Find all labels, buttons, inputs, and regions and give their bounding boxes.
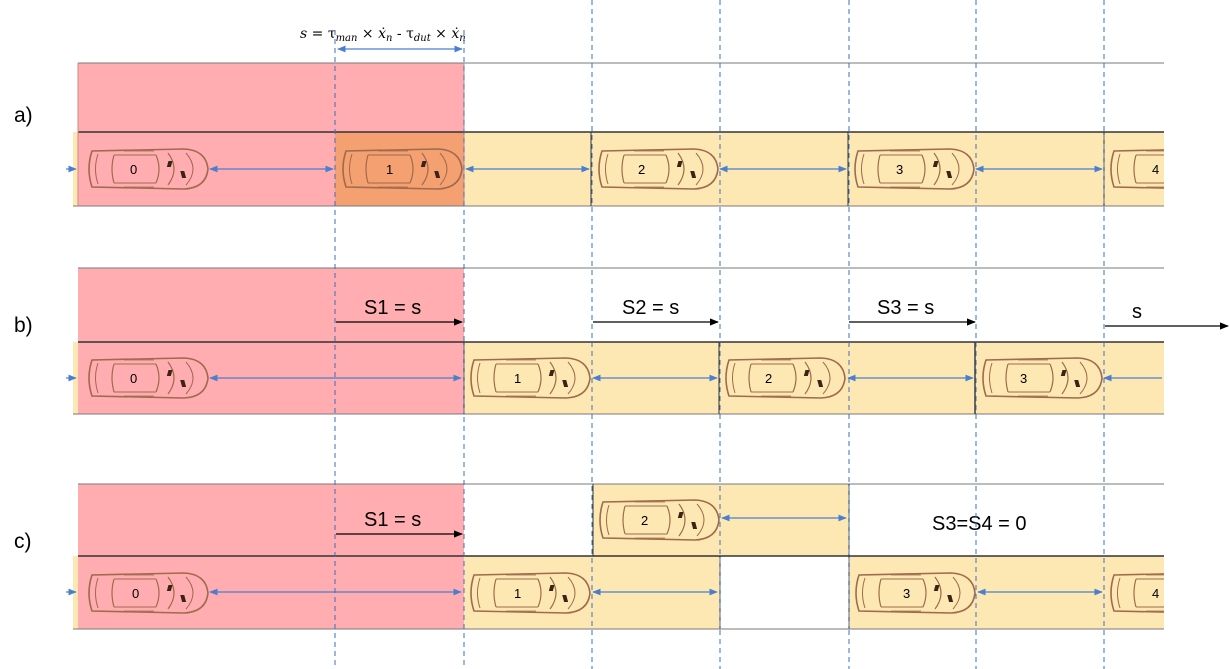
car-1-a: 1 (342, 148, 463, 190)
car-3-b: 3 (982, 357, 1103, 399)
car-0-c: 0 (88, 572, 209, 614)
car-number: 2 (638, 162, 645, 177)
gap-label-c: S1 = s (364, 509, 421, 531)
car-number: 3 (903, 586, 910, 601)
car-number: 3 (1020, 371, 1027, 386)
car-number: 2 (765, 371, 772, 386)
car-number: 0 (132, 586, 139, 601)
car-3-a: 3 (854, 148, 975, 190)
panel-b: b) S1 = s S2 = s S3 = s s 0 1 2 3 (14, 267, 1229, 415)
panel-c: c) S1 = s S3=S4 = 0 0 2 1 3 4 (14, 483, 1230, 630)
highlight-cell-a (335, 132, 464, 206)
car-2-b: 2 (725, 357, 846, 399)
guide-lines (334, 0, 1105, 669)
car-number: 4 (1152, 162, 1159, 177)
car-number: 1 (514, 586, 521, 601)
car-2-a: 2 (598, 148, 719, 190)
car-number: 4 (1152, 586, 1159, 601)
car-0-a: 0 (88, 148, 209, 190)
car-number: 3 (896, 162, 903, 177)
car-number: 1 (514, 371, 521, 386)
note-label-c: S3=S4 = 0 (932, 513, 1027, 535)
car-number: 2 (641, 513, 648, 528)
car-number: 0 (130, 371, 137, 386)
gap-label-b: S3 = s (877, 297, 934, 319)
car-2-c: 2 (599, 499, 720, 541)
gap-label-b: s (1132, 301, 1142, 323)
car-4-a: 4 (1110, 148, 1230, 190)
empty-cell-c (719, 555, 850, 630)
car-1-c: 1 (470, 572, 591, 614)
car-1-b: 1 (470, 357, 591, 399)
car-number: 0 (130, 162, 137, 177)
formula-label: s = τman × ẋn - τdut × ẋn (300, 26, 466, 44)
panel-label-a: a) (14, 104, 33, 127)
unsafe-zone-b (78, 268, 464, 414)
panel-label-c: c) (14, 530, 32, 553)
car-4-c: 4 (1110, 572, 1230, 614)
car-0-b: 0 (88, 357, 209, 399)
car-3-c: 3 (855, 572, 976, 614)
panel-a: a) s = τman × ẋn - τdut × ẋn 0 1 2 3 4 (14, 26, 1230, 207)
clip-mask-a (1164, 132, 1230, 206)
gap-label-b: S1 = s (364, 297, 421, 319)
panel-label-b: b) (14, 314, 33, 337)
gap-zone-c-top (593, 484, 849, 556)
clip-mask-c (1164, 556, 1230, 629)
car-number: 1 (386, 162, 393, 177)
gap-label-b: S2 = s (622, 297, 679, 319)
gap-zone-b (464, 342, 1164, 414)
